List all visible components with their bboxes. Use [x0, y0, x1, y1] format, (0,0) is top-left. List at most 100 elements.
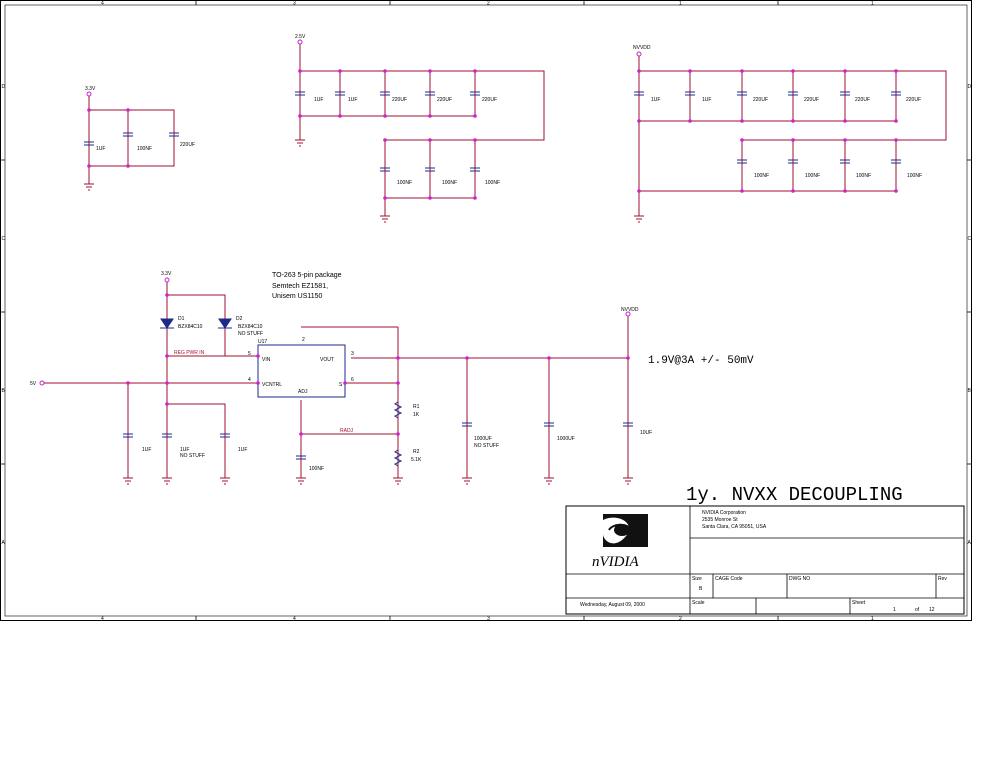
zone-row-left-a: A: [2, 540, 6, 546]
company-address-1: 2535 Monroe St: [702, 517, 738, 523]
scale-label: Scale: [692, 600, 705, 606]
regulator-pin-vcntl: VCNTRL: [262, 382, 282, 388]
cap-value: 1UF: [314, 97, 323, 103]
zone-row-left-b: B: [2, 388, 6, 394]
diode-ref-d1: D1: [178, 316, 185, 322]
diode-part-d2: BZX84C10: [238, 324, 263, 330]
cap-value: 1000UF: [557, 436, 575, 442]
cap-value: 1UF: [651, 97, 660, 103]
cap-note: NO STUFF: [474, 443, 499, 449]
cap-value: 1UF: [142, 447, 151, 453]
regulator-note-line3: Unisem US1150: [272, 293, 323, 300]
cap-note: NO STUFF: [180, 453, 205, 459]
logo-text: nVIDIA: [592, 554, 639, 570]
cap-value: 220UF: [437, 97, 452, 103]
cap-value: 1UF: [180, 447, 189, 453]
cap-value: 1UF: [96, 146, 105, 152]
cap-value: 100NF: [805, 173, 820, 179]
sheet-date: Wednesday, August 09, 2000: [580, 602, 645, 608]
regulator-pin-adj: ADJ: [298, 389, 308, 395]
net-label-nvvdd-top: NVVDD: [633, 45, 651, 51]
sheet-of: of: [915, 607, 920, 613]
cap-value: 220UF: [855, 97, 870, 103]
resistor-ref: R2: [413, 449, 420, 455]
diode-part-d1: BZX84C10: [178, 324, 203, 330]
regulator-pin-sense: S: [339, 382, 343, 388]
junction-dots: [298, 69, 477, 200]
company-name: NVIDIA Corporation: [702, 510, 746, 516]
net-label-radj: RADJ: [340, 428, 354, 434]
regulator-section: TO-263 5-pin package Semtech EZ1581, Uni…: [30, 271, 754, 485]
resistor-value: 1K: [413, 412, 420, 418]
zener-diode-d2: [218, 318, 232, 329]
capacitor: [84, 132, 179, 146]
cap-value: 220UF: [753, 97, 768, 103]
size-label: Size: [692, 576, 702, 582]
resistor-r2: [393, 449, 403, 467]
zone-col-bot-3: 3: [487, 616, 490, 622]
capacitor: [295, 91, 480, 172]
cap-value: 220UF: [482, 97, 497, 103]
regulator-pin-vin: VIN: [262, 357, 271, 363]
zone-row-left-d: D: [2, 84, 6, 90]
zone-col-bot-1: 4: [101, 616, 104, 622]
zone-row-right-d: D: [968, 84, 972, 90]
rev-label: Rev: [938, 576, 947, 582]
zone-row-right-c: C: [968, 236, 972, 242]
cap-value: 100NF: [137, 146, 152, 152]
size-value: B: [699, 586, 703, 592]
zone-labels: 4 3 2 1 1 4 4 3 2 1 D C B A D C B A: [2, 1, 972, 623]
capacitor: [123, 422, 633, 460]
cap-value: 1UF: [702, 97, 711, 103]
cap-value: 100NF: [907, 173, 922, 179]
regulator-u17: [257, 344, 346, 398]
zone-row-left-c: C: [2, 236, 6, 242]
diode-note-d2: NO STUFF: [238, 331, 263, 337]
sheet-inner-border: [4, 4, 968, 617]
ground-symbols: [123, 477, 633, 485]
cap-value: 100NF: [485, 180, 500, 186]
diode-ref-d2: D2: [236, 316, 243, 322]
cap-value: 100NF: [397, 180, 412, 186]
cap-value: 220UF: [804, 97, 819, 103]
regulator-pin-vout: VOUT: [320, 357, 334, 363]
sheet-title: 1y. NVXX DECOUPLING: [686, 484, 903, 506]
decoupling-group-nvvdd: NVVDD 1UF 1UF 220UF 220UF 220UF 220UF 10…: [633, 45, 947, 223]
regulator-note-line2: Semtech EZ1581,: [272, 283, 328, 290]
regulator-pin-num: 2: [302, 337, 305, 343]
decoupling-group-3v3: 3.3V 1UF 100NF 220UF: [84, 86, 195, 191]
net-label-3v3-mid: 3.3V: [161, 271, 172, 277]
cap-value: 220UF: [392, 97, 407, 103]
cap-value: 1UF: [348, 97, 357, 103]
net-label-reg-pwr-in: REG PWR IN: [174, 350, 205, 356]
dwg-label: DWG NO: [789, 576, 810, 582]
cap-value: 1UF: [238, 447, 247, 453]
junction-dots: [637, 69, 898, 193]
zone-col-top-3: 2: [487, 1, 490, 7]
regulator-ref: U17: [258, 339, 267, 345]
net-label-5v: 5V: [30, 381, 37, 387]
regulator-pin-num: 5: [248, 351, 251, 357]
cap-value: 1000UF: [474, 436, 492, 442]
regulator-pin-num: 6: [351, 377, 354, 383]
cap-value: 100NF: [309, 466, 324, 472]
zone-col-bot-5: 1: [871, 616, 874, 622]
sheet-border: [0, 0, 972, 621]
zone-col-top-1: 4: [101, 1, 104, 7]
sheet-total: 12: [929, 607, 935, 613]
zone-col-top-5: 1: [871, 1, 874, 7]
zone-col-bot-4: 2: [679, 616, 682, 622]
cap-value: 100NF: [856, 173, 871, 179]
junction-dots: [126, 293, 630, 436]
net-label-nvvdd-mid: NVVDD: [621, 307, 639, 313]
cap-value: 10UF: [640, 430, 652, 436]
net-label-3v3-top: 3.3V: [85, 86, 96, 92]
regulator-note-line1: TO-263 5-pin package: [272, 272, 342, 279]
sheet-label: Sheet: [852, 600, 866, 606]
zone-row-right-b: B: [968, 388, 972, 394]
resistor-r1: [393, 401, 403, 419]
sheet-number: 1: [893, 607, 896, 613]
nvidia-logo: nVIDIA: [592, 514, 648, 570]
regulator-pin-num: 4: [248, 377, 251, 383]
